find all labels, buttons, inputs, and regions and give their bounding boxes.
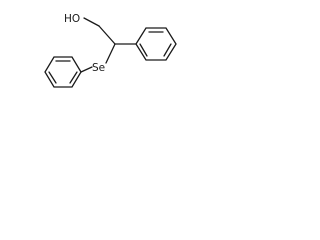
left-ring-double-bond-3: [69, 71, 78, 84]
bond-oxygen-ch2: [83, 17, 100, 27]
left-ring-double-bond-2: [48, 71, 57, 84]
bond-ch2-ch: [98, 25, 116, 45]
structure-diagram: HO Se: [0, 0, 214, 107]
molecule-drawing: HO Se: [44, 13, 177, 88]
bond-selenium-left-phenyl: [80, 66, 93, 73]
right-phenyl-ring: [135, 27, 177, 61]
hydroxyl-label: HO: [64, 13, 80, 25]
right-ring-double-bond-3: [139, 43, 148, 57]
bond-ch-selenium: [105, 43, 116, 64]
left-phenyl-ring: [44, 56, 82, 88]
right-ring-double-bond-2: [163, 43, 172, 57]
selenium-label: Se: [92, 62, 105, 74]
